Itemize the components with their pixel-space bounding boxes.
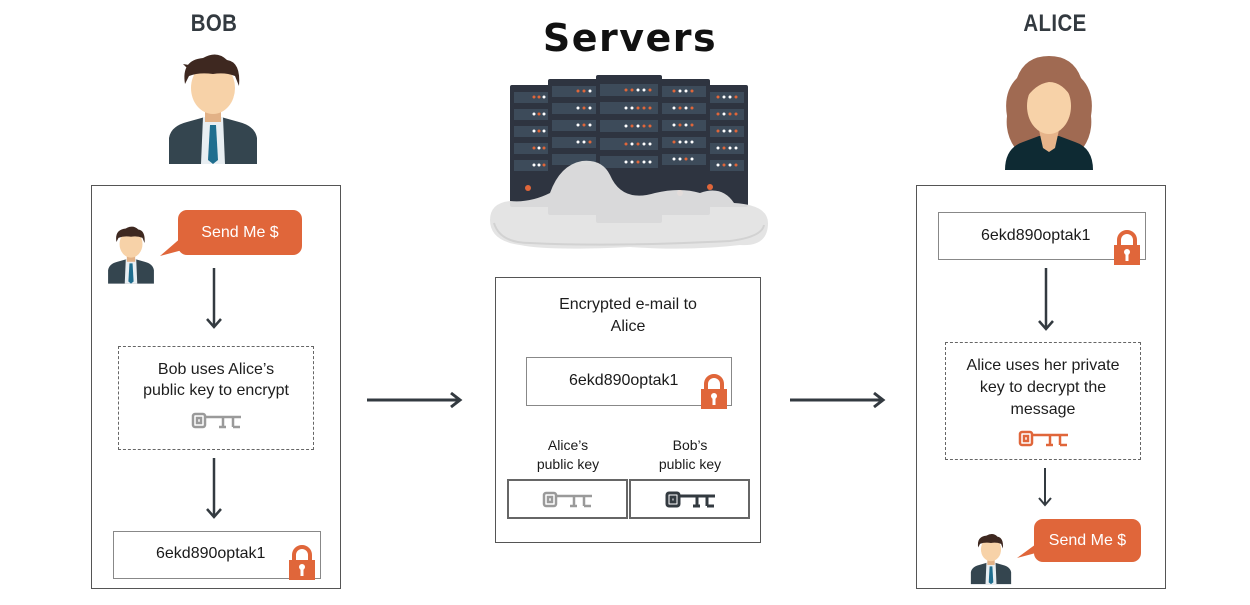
key-icon-gray [542,490,594,510]
email-label-line2: Alice [610,318,646,335]
bob-avatar-icon [165,50,261,168]
alice-ciphertext-box: 6ekd890optak1 [938,212,1146,260]
alice-avatar-icon [1003,52,1095,170]
alice-step-line1: Alice uses her private [966,357,1120,374]
key-icon-dark [664,490,718,510]
bob-panel: Send Me $ Bob uses Alice’s public key to… [91,185,341,589]
bob-ciphertext: 6ekd890optak1 [156,545,266,562]
servers-padlock-icon [700,374,728,410]
bob-speech-bubble: Send Me $ [178,210,302,255]
server-rack-icon [490,75,770,255]
bob-encrypt-step: Bob uses Alice’s public key to encrypt [118,346,314,450]
bob-step-line1: Bob uses Alice’s [157,361,275,378]
alice-public-key-label-1: Alice’s [547,437,589,453]
bob-step-line2: public key to encrypt [143,382,289,399]
alice-decrypt-step: Alice uses her private key to decrypt th… [945,342,1141,460]
bob-ciphertext-box: 6ekd890optak1 [113,531,321,579]
alice-mini-avatar-icon [969,532,1013,586]
bob-arrow-down-1 [204,268,224,330]
alice-padlock-icon [1113,230,1141,266]
alice-step-line2: key to decrypt the [979,379,1107,396]
alice-speech-bubble: Send Me $ [1034,519,1141,562]
servers-title: Servers [542,16,718,60]
bob-arrow-down-2 [204,458,224,520]
servers-ciphertext: 6ekd890optak1 [569,372,679,389]
key-icon-gray [191,411,243,431]
alice-arrow-down-1 [1036,268,1056,332]
servers-panel: Encrypted e-mail to Alice 6ekd890optak1 … [495,277,761,543]
alice-title: ALICE [1023,10,1087,37]
alice-arrow-down-2 [1037,468,1053,508]
alice-panel: 6ekd890optak1 Alice uses her private key… [916,185,1166,589]
key-icon-orange [1017,429,1071,449]
alice-ciphertext: 6ekd890optak1 [981,227,1091,244]
bob-mini-avatar-icon [106,224,156,286]
bob-public-key-label-1: Bob’s [672,437,708,453]
arrow-bob-to-servers [365,390,465,410]
bob-title: BOB [190,10,238,37]
bob-padlock-icon [288,545,316,581]
bob-public-key-label-2: public key [658,456,722,472]
alice-step-line3: message [1010,401,1076,418]
servers-ciphertext-box: 6ekd890optak1 [526,357,732,406]
alice-public-key-label-2: public key [536,456,600,472]
bob-public-key-cell [629,479,750,519]
arrow-servers-to-alice [788,390,888,410]
alice-public-key-cell [507,479,628,519]
email-label-line1: Encrypted e-mail to [559,296,697,313]
